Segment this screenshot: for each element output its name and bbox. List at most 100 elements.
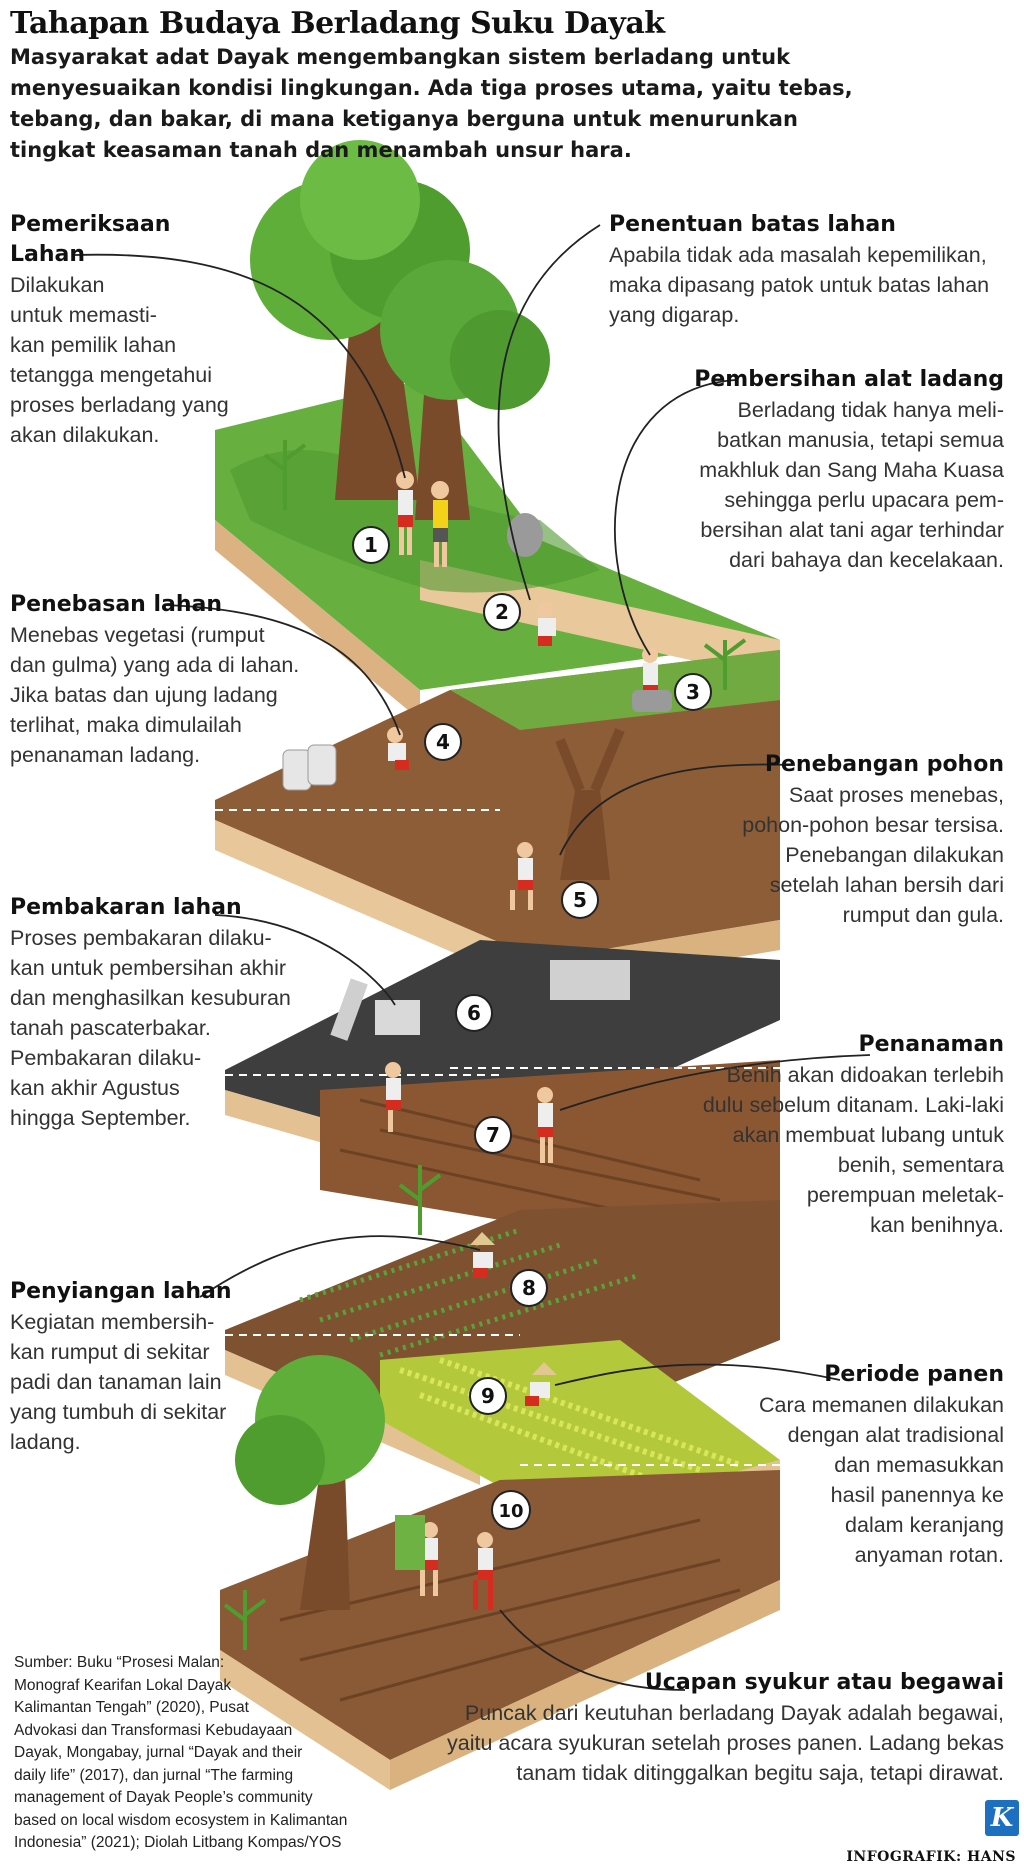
step-badge-2: 2 [483, 593, 521, 631]
step-number-badges: 1 2 3 4 5 6 7 8 9 10 [352, 526, 712, 1530]
desc-line: penanaman ladang. [10, 743, 201, 767]
tree-icon [235, 1355, 385, 1610]
desc-line: dan menghasilkan kesuburan [10, 986, 291, 1010]
source-line: Advokasi dan Transformasi Kebudayaan [14, 1721, 293, 1739]
desc-line: kan untuk pembersihan akhir [10, 956, 287, 980]
step-title: Periode panen [824, 1362, 1004, 1387]
desc-line: padi dan tanaman lain [10, 1370, 222, 1394]
desc-line: yang digarap. [609, 303, 740, 327]
intro-paragraph: Masyarakat adat Dayak mengembangkan sist… [10, 42, 1010, 166]
desc-line: hasil panennya ke [830, 1483, 1004, 1507]
farmer-icon [431, 481, 449, 567]
step-1-pemeriksaan-lahan: Pemeriksaan Lahan Dilakukan untuk memast… [10, 210, 229, 450]
step-description: Puncak dari keutuhan berladang Dayak ada… [447, 1698, 1004, 1788]
desc-line: Kegiatan membersih- [10, 1310, 215, 1334]
desc-line: Saat proses menebas, [788, 783, 1004, 807]
intro-line: Masyarakat adat Dayak mengembangkan sist… [10, 45, 791, 69]
source-line: based on local wisdom ecosystem in Kalim… [14, 1811, 348, 1829]
step-badge-9: 9 [469, 1377, 507, 1415]
desc-line: Puncak dari keutuhan berladang Dayak ada… [464, 1701, 1004, 1725]
sack-icon [282, 744, 337, 791]
step-6-pembakaran-lahan: Pembakaran lahan Proses pembakaran dilak… [10, 893, 291, 1133]
step-badge-4: 4 [424, 723, 462, 761]
page-title: Tahapan Budaya Berladang Suku Dayak [10, 6, 665, 41]
tree-stump-icon [340, 728, 720, 920]
farmer-icon [632, 647, 672, 712]
step-title: Penebasan lahan [10, 592, 223, 617]
desc-line: dari bahaya dan kecelakaan. [729, 548, 1004, 572]
intro-line: tingkat keasaman tanah dan menambah unsu… [10, 138, 632, 162]
farmer-icon [525, 1362, 557, 1406]
step-5-penebangan-pohon: Penebangan pohon Saat proses menebas, po… [742, 750, 1004, 930]
desc-line: Berladang tidak hanya meli- [737, 398, 1004, 422]
svg-text:6: 6 [467, 1001, 481, 1025]
farmer-icon [473, 1532, 493, 1610]
farmer-icon [470, 1232, 495, 1278]
farmer-icon [395, 1515, 438, 1596]
desc-line: Jika batas dan ujung ladang [10, 683, 278, 707]
step-badge-1: 1 [352, 526, 390, 564]
step-badge-7: 7 [474, 1116, 512, 1154]
step-8-penyiangan-lahan: Penyiangan lahan Kegiatan membersih- kan… [10, 1277, 232, 1457]
step-2-penentuan-batas-lahan: Penentuan batas lahan Apabila tidak ada … [609, 210, 989, 330]
desc-line: terlihat, maka dimulailah [10, 713, 242, 737]
svg-text:2: 2 [495, 600, 509, 624]
desc-line: dan memasukkan [834, 1453, 1004, 1477]
step-description: Saat proses menebas, pohon-pohon besar t… [742, 780, 1004, 930]
svg-text:1: 1 [364, 533, 378, 557]
desc-line: dulu sebelum ditanam. Laki-laki [702, 1093, 1004, 1117]
source-line: Dayak, Mongabay, jurnal “Dayak and their [14, 1744, 303, 1761]
desc-line: perempuan meletak- [806, 1183, 1004, 1207]
desc-line: dalam keranjang [845, 1513, 1004, 1537]
step-description: Benih akan didoakan terlebih dulu sebelu… [703, 1060, 1004, 1240]
desc-line: Benih akan didoakan terlebih [726, 1063, 1004, 1087]
desc-line: Penebangan dilakukan [785, 843, 1004, 867]
farmer-icon [385, 1062, 401, 1132]
step-badge-6: 6 [455, 994, 493, 1032]
step-title: Lahan [10, 242, 86, 267]
desc-line: tanah pascaterbakar. [10, 1016, 211, 1040]
desc-line: maka dipasang patok untuk batas lahan [609, 273, 990, 297]
svg-text:8: 8 [522, 1276, 536, 1300]
farmer-icon [396, 471, 414, 555]
step-9-periode-panen: Periode panen Cara memanen dilakukan den… [759, 1360, 1004, 1570]
intro-line: menyesuaikan kondisi lingkungan. Ada tig… [10, 76, 853, 100]
desc-line: anyaman rotan. [854, 1543, 1004, 1567]
kompas-logo-icon: K [985, 1800, 1019, 1836]
desc-line: dan gulma) yang ada di lahan. [10, 653, 300, 677]
step-description: Cara memanen dilakukan dengan alat tradi… [759, 1390, 1004, 1570]
desc-line: batkan manusia, tetapi semua [717, 428, 1004, 452]
desc-line: Apabila tidak ada masalah kepemilikan, [609, 243, 987, 267]
desc-line: Cara memanen dilakukan [759, 1393, 1004, 1417]
farmer-icon [537, 1087, 553, 1163]
desc-line: yang tumbuh di sekitar [10, 1400, 227, 1424]
desc-line: kan akhir Agustus [10, 1076, 180, 1100]
step-badge-3: 3 [674, 673, 712, 711]
desc-line: dengan alat tradisional [787, 1423, 1004, 1447]
step-4-penebasan-lahan: Penebasan lahan Menebas vegetasi (rumput… [10, 590, 299, 770]
svg-text:9: 9 [481, 1384, 495, 1408]
infographic-credit: INFOGRAFIK: HANS [846, 1849, 1016, 1865]
desc-line: tanam tidak ditinggalkan begitu saja, te… [516, 1761, 1004, 1785]
step-title: Pembersihan alat ladang [694, 367, 1004, 392]
farmer-icon [537, 602, 556, 646]
desc-line: akan membuat lubang untuk [732, 1123, 1004, 1147]
corn-plant-icon [223, 440, 747, 1650]
farmer-icon [510, 842, 533, 910]
step-badge-10: 10 [491, 1490, 531, 1530]
step-7-penanaman: Penanaman Benih akan didoakan terlebih d… [703, 1030, 1004, 1240]
desc-line: tetangga mengetahui [10, 363, 213, 387]
step-badge-8: 8 [510, 1269, 548, 1307]
step-3-pembersihan-alat-ladang: Pembersihan alat ladang Berladang tidak … [694, 365, 1004, 575]
desc-line: bersihan alat tani agar terhindar [700, 518, 1004, 542]
desc-line: Dilakukan [10, 273, 105, 297]
terrace-soil [215, 650, 780, 990]
svg-text:4: 4 [436, 730, 450, 754]
source-line: Kalimantan Tengah” (2020), Pusat [14, 1699, 249, 1716]
step-title: Pembakaran lahan [10, 895, 242, 920]
step-description: Apabila tidak ada masalah kepemilikan, m… [609, 240, 989, 330]
terrace-harvested [220, 1470, 780, 1790]
step-title: Penebangan pohon [764, 752, 1004, 777]
step-title: Ucapan syukur atau begawai [644, 1670, 1004, 1695]
